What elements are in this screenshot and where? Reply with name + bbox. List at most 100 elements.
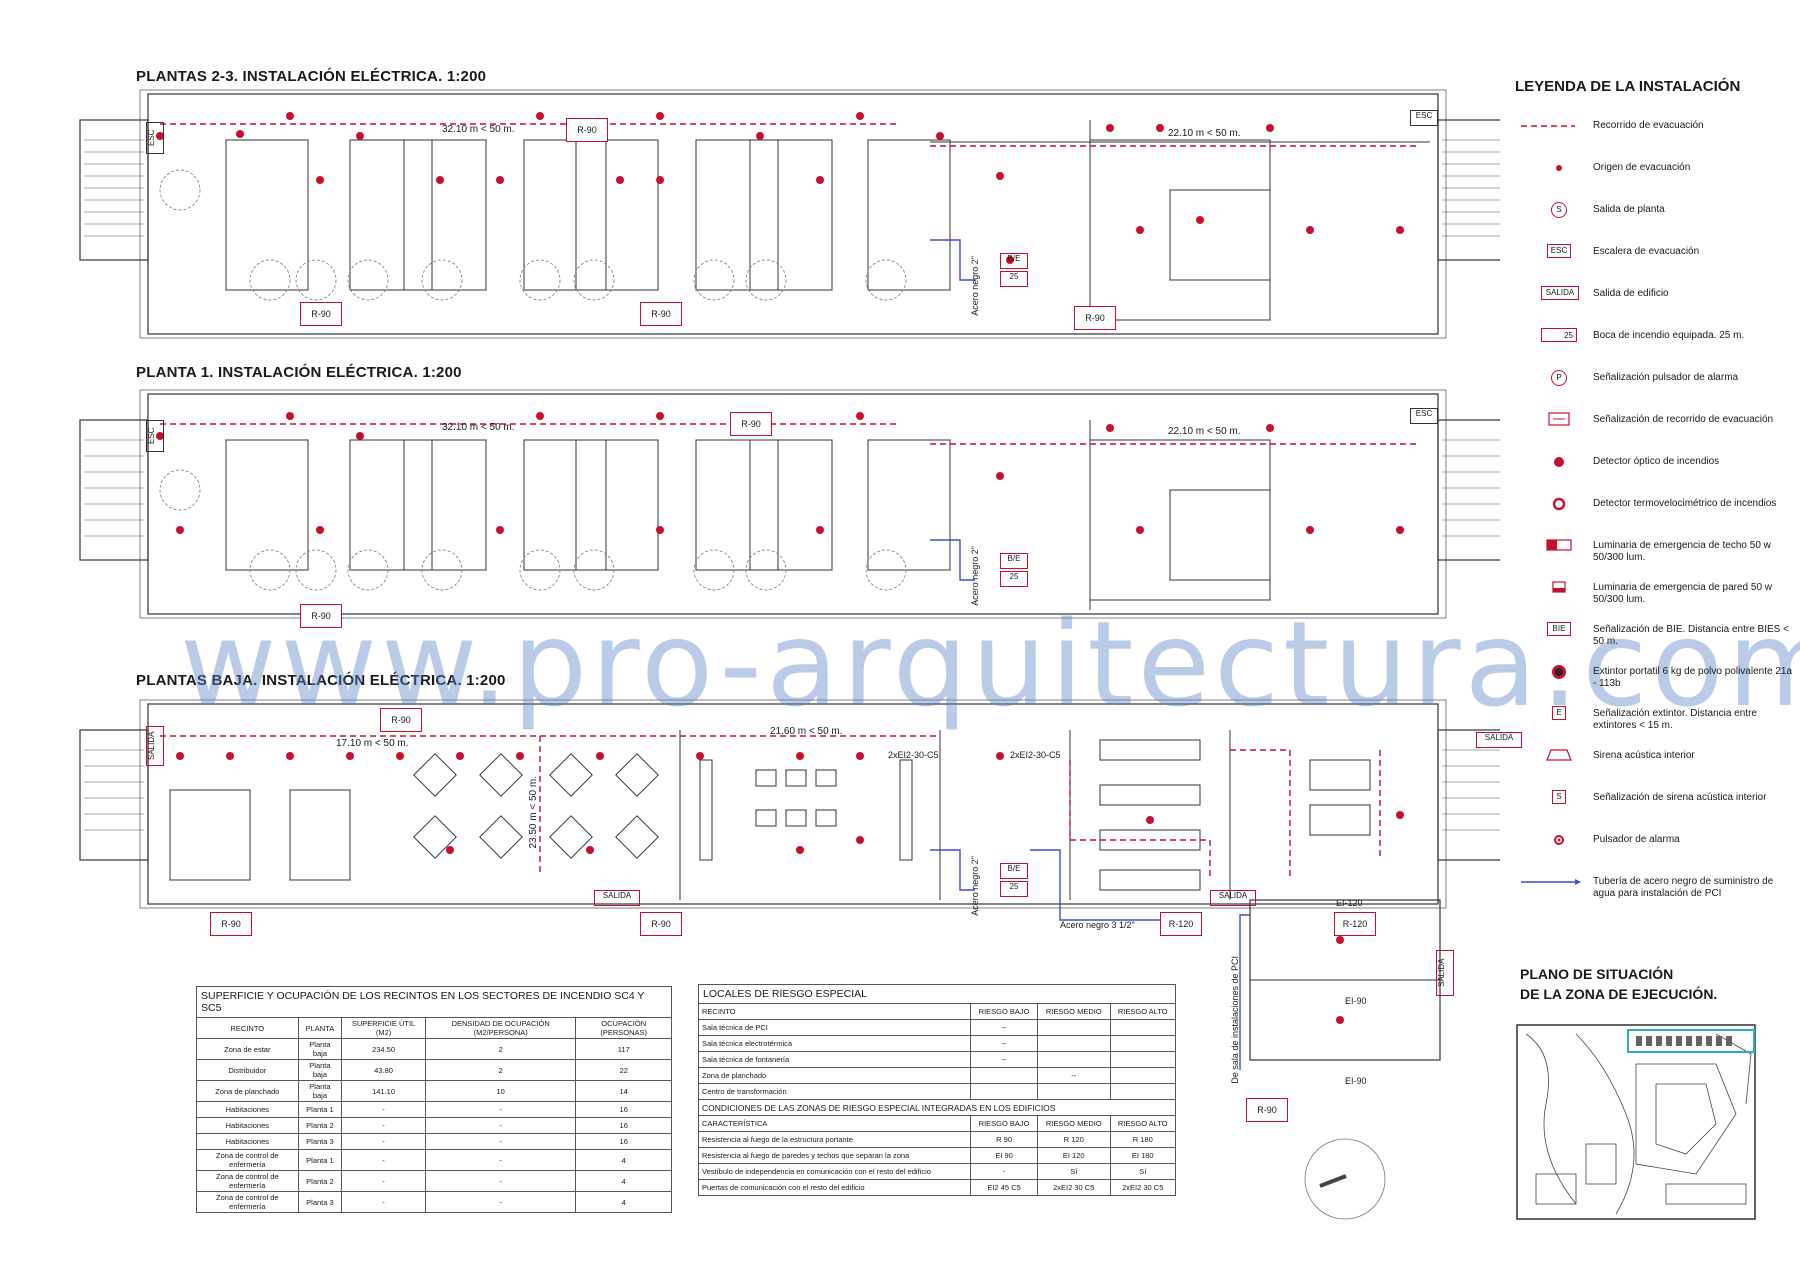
salida-sign: SALIDA xyxy=(1476,732,1522,748)
r90-marker: R-90 xyxy=(380,708,422,732)
stair-treads xyxy=(84,749,1500,831)
north-arrow-icon xyxy=(1304,1138,1386,1220)
plan-title-upper: PLANTAS 2-3. INSTALACIÓN ELÉCTRICA. 1:20… xyxy=(136,68,487,85)
ceiling-light-icon xyxy=(1546,539,1572,551)
siren-sign-icon: S xyxy=(1515,790,1605,820)
bie-sign: B/E xyxy=(1000,553,1028,569)
extinguisher-icon xyxy=(1552,665,1566,679)
evacuation-route xyxy=(160,423,1420,445)
r120-marker: R-120 xyxy=(1334,912,1376,936)
wall-light-icon xyxy=(1552,581,1566,593)
evacuation-route-icon xyxy=(1521,125,1575,127)
plan-title-ground: PLANTAS BAJA. INSTALACIÓN ELÉCTRICA. 1:2… xyxy=(136,672,506,689)
pipe-label: De sala de instalaciones de PCI xyxy=(1230,956,1240,1084)
heat-detector-icon xyxy=(1552,497,1566,511)
legend-title: LEYENDA DE LA INSTALACIÓN xyxy=(1515,78,1741,95)
extinguisher-sign-icon: E xyxy=(1515,706,1605,736)
legend-item: P Señalización pulsador de alarma xyxy=(1515,370,1795,404)
legend-item: Luminaria de emergencia de techo 50 w 50… xyxy=(1515,538,1795,572)
wall-rating: EI-90 xyxy=(1345,1076,1367,1086)
detectors xyxy=(156,412,1404,534)
r90-marker: R-90 xyxy=(1246,1098,1288,1122)
circulation-circles xyxy=(159,169,907,301)
bie-sign: B/E xyxy=(1000,253,1028,269)
legend-item: Recorrido de evacuación xyxy=(1515,118,1795,152)
room-partitions xyxy=(225,420,1271,610)
table-row: Resistencia al fuego de la estructura po… xyxy=(697,1131,1176,1148)
pipe-label: Acero negro 2" xyxy=(970,856,980,916)
stair-treads xyxy=(84,439,1500,537)
smoke-detector-icon xyxy=(1554,457,1564,467)
legend-item: Tubería de acero negro de suministro de … xyxy=(1515,874,1795,908)
table-row: Vestíbulo de independencia en comunicaci… xyxy=(697,1163,1176,1180)
bie-cabinet: 25 xyxy=(1000,271,1028,287)
circulation-circles xyxy=(159,469,907,591)
r90-marker: R-90 xyxy=(640,302,682,326)
esc-sign: ESC xyxy=(146,122,164,154)
occupancy-table-block: SUPERFICIE Y OCUPACIÓN DE LOS RECINTOS E… xyxy=(196,986,672,1213)
table-row: Resistencia al fuego de paredes y techos… xyxy=(697,1147,1176,1164)
r90-marker: R-90 xyxy=(210,912,252,936)
door-rating: 2xEI2-30-C5 xyxy=(888,750,939,760)
table-row: Puertas de comunicación con el resto del… xyxy=(697,1179,1176,1196)
salida-sign: SALIDA xyxy=(594,890,640,906)
legend-item: Sirena acústica interior xyxy=(1515,748,1795,782)
bie-sign-icon: BIE xyxy=(1515,622,1605,652)
detectors xyxy=(176,752,1404,1024)
legend-item: S Salida de planta xyxy=(1515,202,1795,236)
esc-sign: ESC xyxy=(1410,408,1438,424)
table-row: Zona de planchado-- xyxy=(697,1067,1176,1084)
distance-label: 17.10 m < 50 m. xyxy=(336,738,409,749)
salida-sign: SALIDA xyxy=(1210,890,1256,906)
distance-label: 32.10 m < 50 m. xyxy=(442,422,515,433)
legend-item: Origen de evacuación xyxy=(1515,160,1795,194)
table-row: Sala técnica de PCI-- xyxy=(697,1019,1176,1036)
pipe-icon xyxy=(1521,879,1581,885)
pipe-label: Acero negro 3 1/2" xyxy=(1060,920,1135,930)
legend-item: ESC Escalera de evacuación xyxy=(1515,244,1795,278)
distance-label: 23.50 m < 50 m. xyxy=(528,776,539,849)
building-outline xyxy=(79,89,1500,339)
origin-icon xyxy=(1556,165,1562,171)
r90-marker: R-90 xyxy=(300,302,342,326)
table-row: Centro de transformación xyxy=(697,1083,1176,1100)
risk-table-title: LOCALES DE RIESGO ESPECIAL xyxy=(698,984,1176,1003)
legend-item: S Señalización de sirena acústica interi… xyxy=(1515,790,1795,824)
water-pipe xyxy=(930,239,975,281)
stair-treads xyxy=(84,139,1500,237)
r90-marker: R-90 xyxy=(640,912,682,936)
distance-label: 22.10 m < 50 m. xyxy=(1168,426,1241,437)
legend-item: SALIDA Salida de edificio xyxy=(1515,286,1795,320)
bie-cabinet: 25 xyxy=(1000,571,1028,587)
legend-item: Detector óptico de incendios xyxy=(1515,454,1795,488)
distance-label: 21.60 m < 50 m. xyxy=(770,726,843,737)
salida-sign: SALIDA xyxy=(146,726,164,766)
exit-icon: S xyxy=(1515,202,1605,232)
r120-marker: R-120 xyxy=(1160,912,1202,936)
detectors xyxy=(156,112,1404,264)
distance-label: 32.10 m < 50 m. xyxy=(442,124,515,135)
water-pipe xyxy=(930,539,975,581)
floor-plan-ground xyxy=(79,699,1500,1070)
legend-item: BIE Señalización de BIE. Distancia entre… xyxy=(1515,622,1795,656)
alarm-button-icon xyxy=(1554,835,1564,845)
table-row: Sala técnica de fontanería-- xyxy=(697,1051,1176,1068)
bie-sign: B/E xyxy=(1000,863,1028,879)
evacuation-route xyxy=(160,123,1420,147)
floor-plan-upper xyxy=(79,89,1500,339)
plan-title-first: PLANTA 1. INSTALACIÓN ELÉCTRICA. 1:200 xyxy=(136,364,462,381)
esc-sign: ESC xyxy=(146,420,164,452)
tables xyxy=(413,753,913,861)
